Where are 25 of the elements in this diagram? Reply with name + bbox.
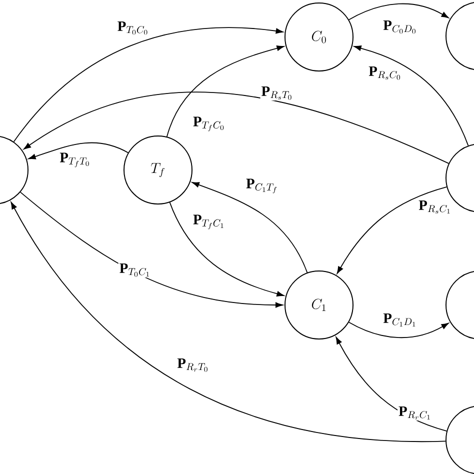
arrow (192, 182, 308, 274)
arrow (13, 27, 284, 142)
arrow (28, 142, 129, 160)
arrow (336, 186, 448, 274)
edge-label: $\mathbf{P}_{R_sT_0}$ (260, 85, 294, 101)
arrow (354, 46, 469, 146)
arrow (10, 202, 446, 442)
edge-label: $\mathbf{P}_{C_0D_0}$ (382, 19, 418, 35)
arrow (169, 202, 284, 296)
edge-label: $\mathbf{P}_{R_sC_1}$ (418, 199, 452, 215)
edge-label: $\mathbf{P}_{T_0C_0}$ (116, 20, 150, 36)
edge-label: $\mathbf{P}_{C_1D_1}$ (382, 312, 418, 328)
arrow (348, 322, 449, 338)
arrow (348, 3, 449, 20)
arrow (20, 192, 283, 308)
edge-label: $\mathbf{P}_{T_fC_0}$ (192, 116, 226, 132)
edge-label: $\mathbf{P}_{T_fT_0}$ (58, 152, 92, 168)
edge-label: $\mathbf{P}_{T_0C_1}$ (118, 262, 152, 278)
edge-label: $\mathbf{P}_{R_rT_0}$ (176, 357, 210, 373)
edge-label: $\mathbf{P}_{R_sC_0}$ (368, 65, 402, 81)
arrow (166, 46, 284, 138)
edge-label: $\mathbf{P}_{C_1T_f}$ (245, 178, 279, 194)
edge-label: $\mathbf{P}_{T_fC_1}$ (192, 214, 226, 230)
edge-label: $\mathbf{P}_{R_rC_1}$ (398, 405, 432, 421)
arrow (24, 92, 450, 164)
